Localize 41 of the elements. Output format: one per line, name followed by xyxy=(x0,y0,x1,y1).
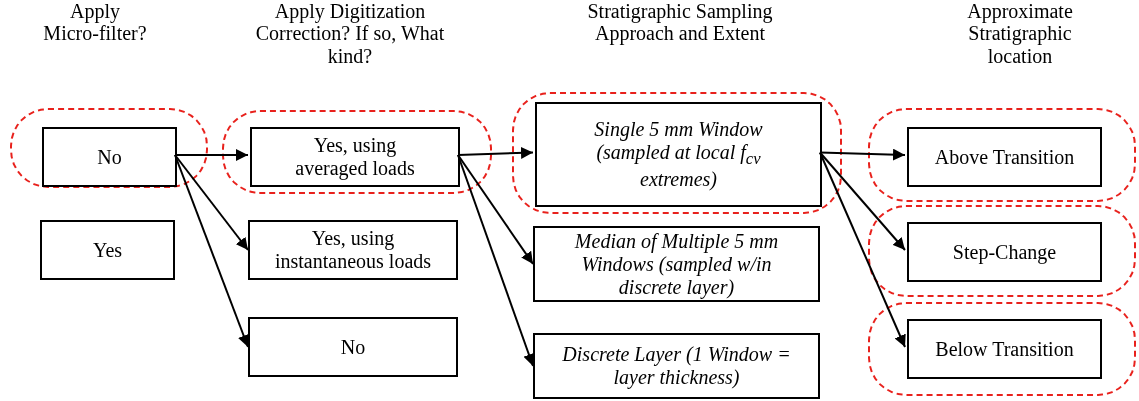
option-box xyxy=(907,127,1102,187)
highlight-outline xyxy=(868,302,1136,396)
option-box xyxy=(248,317,458,377)
highlight-outline xyxy=(512,92,842,214)
option-box xyxy=(535,102,822,207)
column-heading: Approximate Stratigraphic location xyxy=(966,0,1074,68)
option-text: Yes, using instantaneous loads xyxy=(273,227,433,273)
option-text: No xyxy=(97,145,122,169)
highlight-outline xyxy=(10,108,208,188)
arrow xyxy=(819,151,906,251)
highlight-outline xyxy=(868,108,1136,202)
option-box xyxy=(533,333,820,399)
option-text: Single 5 mm Window (sampled at local f$_{cv}$ extremes) xyxy=(593,117,764,192)
option-text: Step-Change xyxy=(952,240,1057,264)
arrow xyxy=(174,149,249,161)
option-text: Discrete Layer (1 Window = layer thickness) xyxy=(561,343,792,389)
highlight-outline xyxy=(868,205,1136,297)
option-text: Below Transition xyxy=(935,337,1074,361)
column-heading: Apply Digitization Correction? If so, What kind? xyxy=(254,0,446,68)
arrow xyxy=(457,154,535,367)
arrow xyxy=(174,154,249,251)
option-text: Median of Multiple 5 mm Windows (sampled w/in discrete layer) xyxy=(573,229,780,299)
arrow xyxy=(174,154,250,348)
arrow xyxy=(819,148,906,161)
column-heading: Apply Micro-filter? xyxy=(42,0,148,45)
option-text: Above Transition xyxy=(934,145,1075,169)
option-box xyxy=(533,226,820,302)
option-box xyxy=(40,220,175,280)
option-text: Yes, using averaged loads xyxy=(294,134,416,180)
arrow xyxy=(457,154,534,265)
column-heading: Stratigraphic Sampling Approach and Extent xyxy=(586,0,774,45)
option-box xyxy=(907,319,1102,379)
highlight-outline xyxy=(222,110,492,194)
arrow xyxy=(819,151,906,348)
option-box xyxy=(907,222,1102,282)
option-box xyxy=(248,220,458,280)
option-text: No xyxy=(340,335,366,359)
option-box xyxy=(42,127,177,187)
arrow xyxy=(457,146,534,159)
option-box xyxy=(250,127,460,187)
option-text: Yes xyxy=(92,238,123,262)
